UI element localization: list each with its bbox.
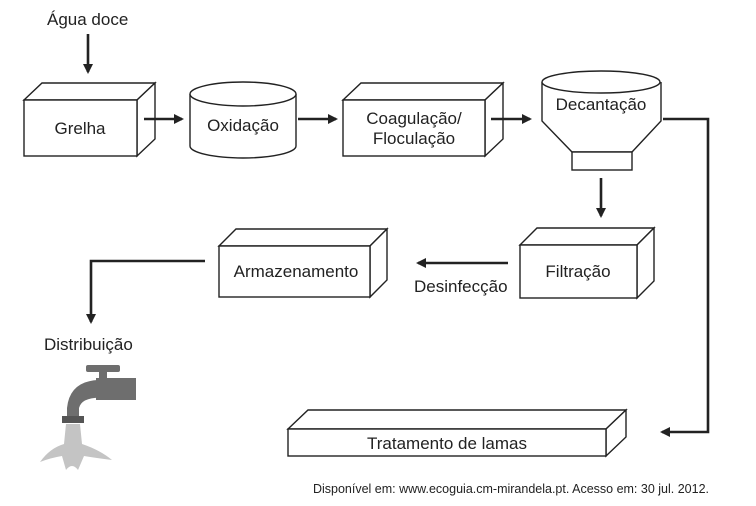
coagulacao-box: Coagulação/ Floculação [341, 81, 505, 158]
label-grelha: Grelha [54, 119, 106, 138]
oxidacao-cylinder: Oxidação [189, 81, 297, 159]
label-floculacao: Floculação [373, 129, 455, 148]
label-decantacao: Decantação [556, 95, 647, 114]
label-desinfeccao: Desinfecção [414, 277, 508, 296]
arrow-armazenamento-distribuicao [86, 259, 205, 324]
grelha-box: Grelha [22, 81, 157, 158]
armazenamento-box: Armazenamento [217, 227, 389, 299]
label-armazenamento: Armazenamento [234, 262, 359, 281]
tratamento-lamas-box: Tratamento de lamas [286, 408, 628, 458]
label-oxidacao: Oxidação [207, 116, 279, 135]
label-filtracao: Filtração [545, 262, 610, 281]
source-citation: Disponível em: www.ecoguia.cm-mirandela.… [313, 482, 709, 496]
faucet-icon [40, 365, 136, 470]
filtracao-box: Filtração [518, 226, 656, 300]
label-coagulacao: Coagulação/ [366, 109, 462, 128]
label-distribuicao: Distribuição [44, 335, 133, 354]
decantacao-tank: Decantação [541, 70, 662, 171]
label-tratamento-lamas: Tratamento de lamas [367, 434, 527, 453]
arrow-decantacao-lamas [660, 117, 710, 437]
label-agua-doce: Água doce [47, 10, 128, 29]
